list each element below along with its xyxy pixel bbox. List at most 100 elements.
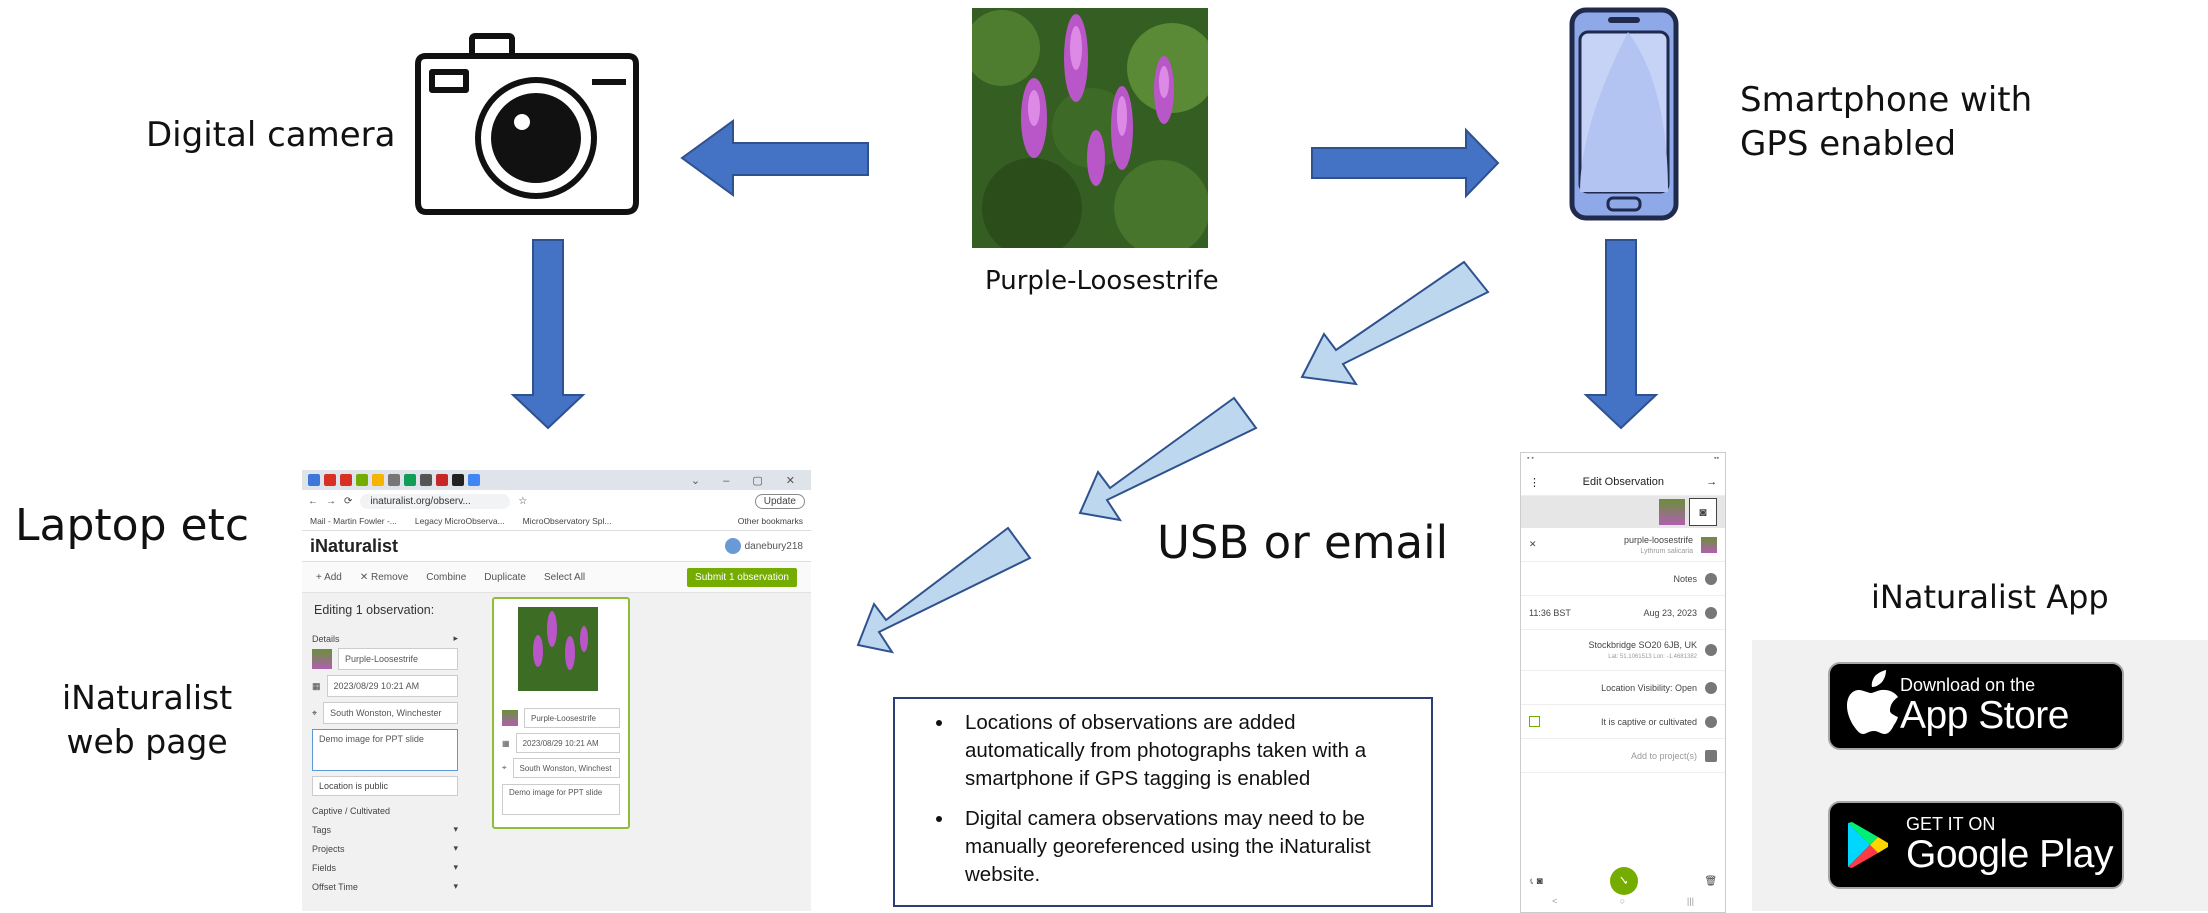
projects-section[interactable]: Projects▾ [312, 839, 458, 858]
species-thumbnail [1701, 536, 1717, 553]
card-date-field[interactable]: 2023/08/29 10:21 AM [515, 733, 620, 753]
project-row[interactable]: Add to project(s) [1521, 739, 1725, 773]
location-pin-icon: ⌖ [312, 707, 318, 718]
captive-checkbox[interactable] [1529, 716, 1540, 727]
offset-time-section[interactable]: Offset Time▾ [312, 877, 458, 896]
chevron-down-icon: ▾ [453, 862, 458, 872]
date-field[interactable]: 2023/08/29 10:21 AM [326, 675, 458, 697]
details-panel: Details▸ Purple-Loosestrife ▦ 2023/08/29… [312, 629, 458, 896]
notes-row[interactable]: Notes [1521, 562, 1725, 596]
reload-icon[interactable]: ⟳ [344, 495, 353, 507]
chevron-right-icon: ▸ [453, 633, 458, 643]
bookmark-item[interactable]: Mail - Martin Fowler -... [310, 516, 397, 526]
back-arrow-icon[interactable]: ← [1706, 476, 1717, 488]
description-field[interactable]: Demo image for PPT slide [312, 729, 458, 771]
visibility-row[interactable]: Location Visibility: Open [1521, 671, 1725, 705]
google-play-small: GET IT ON [1906, 814, 1996, 834]
inaturalist-logo[interactable]: iNaturalist [310, 535, 399, 556]
tab-icon [420, 474, 432, 486]
arrow-camera-to-laptop [510, 239, 586, 430]
obs-date: Aug 23, 2023 [1643, 607, 1697, 618]
location-row[interactable]: Stockbridge SO20 6JB, UK Lat: 51.1061513… [1521, 630, 1725, 671]
duplicate-button[interactable]: Duplicate [484, 571, 526, 583]
smartphone-label-line1: Smartphone with [1740, 80, 2033, 120]
webpage-label: iNaturalist web page [62, 676, 232, 764]
close-icon[interactable]: ✕ [1529, 539, 1537, 549]
app-store-badge[interactable]: Download on the App Store [1828, 662, 2124, 750]
remove-button[interactable]: ✕ Remove [359, 571, 409, 583]
visibility-label: Location Visibility: Open [1601, 682, 1697, 693]
star-icon[interactable]: ☆ [518, 495, 528, 507]
trash-icon[interactable]: 🗑 [1704, 875, 1717, 887]
forward-icon[interactable]: → [326, 495, 336, 507]
arrow-to-phone [1311, 127, 1500, 199]
site-header: iNaturalist danebury218 [302, 531, 811, 562]
home-icon[interactable]: ○ [1619, 896, 1625, 906]
species-latin-name: Lythrum salicaria [1640, 547, 1693, 555]
location-visibility-select[interactable]: Location is public [312, 776, 458, 796]
add-button[interactable]: + Add [316, 571, 342, 583]
app-store-big: App Store [1900, 694, 2069, 737]
arrow-to-camera [680, 119, 869, 197]
species-thumbnail [502, 710, 518, 726]
android-nav-bar: ||| ○ > [1521, 896, 1725, 912]
observation-photo-thumb[interactable] [1659, 499, 1685, 525]
date-row[interactable]: 11:36 BST Aug 23, 2023 [1521, 596, 1725, 630]
select-all-checkbox[interactable]: Select All [544, 571, 586, 583]
bookmark-item[interactable]: Other bookmarks [737, 516, 803, 526]
user-menu[interactable]: danebury218 [724, 538, 803, 554]
details-section[interactable]: Details▸ [312, 629, 458, 648]
usb-email-label: USB or email [1157, 516, 1449, 569]
bookmark-item[interactable]: Legacy MicroObserva... [414, 516, 505, 526]
notes-label: Notes [1673, 573, 1697, 584]
card-description-field[interactable]: Demo image for PPT slide [502, 784, 620, 815]
calendar-icon: ▦ [312, 680, 321, 691]
clock-icon [1705, 606, 1717, 619]
species-row[interactable]: purple-loosestrife Lythrum salicaria ✕ [1521, 528, 1725, 562]
card-date-row: ▦ 2023/08/29 10:21 AM [502, 733, 620, 753]
camera-icon-small[interactable]: ◙ ♪ [1529, 875, 1543, 887]
google-play-badge[interactable]: GET IT ON Google Play [1828, 801, 2124, 889]
combine-button[interactable]: Combine [426, 571, 467, 583]
flower-label: Purple-Loosestrife [985, 266, 1219, 296]
camera-icon [415, 33, 639, 215]
uploader-main: Editing 1 observation: Details▸ Purple-L… [302, 593, 811, 911]
place-field[interactable]: South Wonston, Winchester [323, 702, 458, 724]
camera-add-icon[interactable]: ◙ [1689, 498, 1717, 526]
window-controls[interactable]: ⌄ – ▢ ✕ [690, 474, 805, 487]
observation-card[interactable]: Purple-Loosestrife ▦ 2023/08/29 10:21 AM… [492, 597, 630, 829]
app-title-bar: ← Edit Observation ⋮ [1521, 469, 1725, 496]
smartphone-icon [1569, 7, 1679, 221]
arrow-phone-to-app [1583, 239, 1659, 430]
location-text: Stockbridge SO20 6JB, UK Lat: 51.1061513… [1529, 640, 1705, 660]
card-species-field[interactable]: Purple-Loosestrife [524, 708, 620, 728]
save-check-button[interactable]: ✓ [1609, 867, 1638, 895]
update-button[interactable]: Update [754, 493, 805, 509]
captive-row[interactable]: It is captive or cultivated [1521, 705, 1725, 739]
bookmark-item[interactable]: MicroObservatory Spl... [522, 516, 612, 526]
laptop-label: Laptop etc [15, 500, 250, 551]
status-bar: ▪▪▪ ▪ [1521, 453, 1725, 469]
species-thumbnail [312, 649, 332, 669]
google-play-big: Google Play [1906, 833, 2113, 876]
date-row: ▦ 2023/08/29 10:21 AM [312, 675, 458, 697]
status-icons: ▪ ▪ [1527, 455, 1534, 462]
species-field[interactable]: Purple-Loosestrife [338, 648, 458, 670]
note-item: Locations of observations are added auto… [955, 709, 1411, 793]
captive-checkbox[interactable]: Captive / Cultivated [312, 805, 391, 816]
fields-section[interactable]: Fields▾ [312, 858, 458, 877]
place-row: ⌖ South Wonston, Winchester [312, 702, 458, 724]
inaturalist-app-screenshot: ▪▪▪ ▪ ← Edit Observation ⋮ ◙ purple-loos… [1520, 452, 1726, 913]
location-pin-icon: ⌖ [502, 763, 507, 772]
card-place-field[interactable]: South Wonston, Winchest [512, 758, 620, 778]
back-icon[interactable]: ← [308, 495, 318, 507]
card-species-row: Purple-Loosestrife [502, 708, 620, 728]
submit-button[interactable]: Submit 1 observation [687, 567, 797, 587]
back-nav-icon[interactable]: > [1552, 896, 1558, 906]
more-menu-icon[interactable]: ⋮ [1529, 476, 1541, 489]
tags-section[interactable]: Tags▾ [312, 820, 458, 839]
chevron-down-icon: ▾ [453, 881, 458, 891]
url-field[interactable]: inaturalist.org/observ... [360, 493, 511, 509]
chevron-down-icon: ▾ [453, 843, 458, 853]
recents-icon[interactable]: ||| [1686, 896, 1694, 906]
